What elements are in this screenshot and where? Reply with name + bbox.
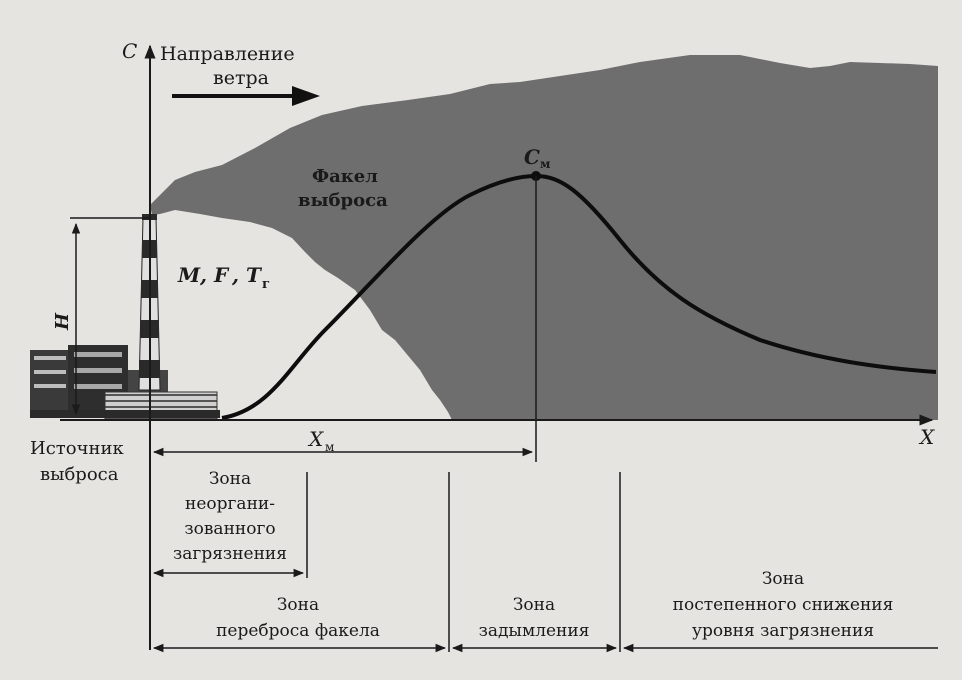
wind-direction-label-2: ветра	[213, 67, 269, 89]
max-distance-label: X	[307, 427, 324, 451]
zone-unorganized-line-3: зованного	[184, 519, 275, 539]
zone-decline-label: Зона постепенного снижения уровня загряз…	[673, 569, 894, 641]
zone-transfer-label: Зона переброса факела	[216, 595, 380, 641]
param-t-subscript: г	[262, 277, 270, 292]
wind-arrow-icon	[172, 86, 320, 106]
x-axis-label: X	[918, 425, 935, 449]
zone-decline-line-2: постепенного снижения	[673, 595, 894, 615]
zone-unorganized-line-1: Зона	[209, 469, 251, 489]
zone-decline-line-3: уровня загрязнения	[692, 621, 874, 641]
source-label: Источник	[30, 438, 124, 459]
svg-text:,: ,	[231, 263, 239, 287]
zone-decline-line-1: Зона	[762, 569, 804, 589]
zone-unorganized-label: Зона неоргани- зованного загрязнения	[173, 469, 287, 564]
peak-label: C	[524, 145, 540, 169]
zone-unorganized-line-2: неоргани-	[185, 494, 275, 514]
plume-label-2: выброса	[298, 190, 388, 211]
zone-transfer-line-2: переброса факела	[216, 621, 380, 641]
peak-label-subscript: м	[540, 157, 551, 171]
y-axis-label: C	[122, 39, 137, 63]
industrial-building	[30, 345, 220, 421]
wind-direction-label: Направление	[160, 43, 295, 65]
emission-parameters: M , F , T г	[177, 263, 270, 292]
param-t: T	[246, 263, 263, 287]
height-label: H	[52, 312, 73, 331]
plume-shape	[150, 55, 938, 420]
zone-unorganized-line-4: загрязнения	[173, 544, 287, 564]
zone-smoke-label: Зона задымления	[479, 595, 590, 641]
zone-smoke-line-2: задымления	[479, 621, 590, 641]
svg-text:,: ,	[199, 263, 207, 287]
zone-transfer-line-1: Зона	[277, 595, 319, 615]
param-f: F	[213, 263, 230, 287]
plume-label: Факел	[312, 166, 378, 187]
zone-smoke-line-1: Зона	[513, 595, 555, 615]
param-m: M	[177, 263, 201, 287]
max-distance-label-subscript: м	[325, 440, 334, 454]
source-label-2: выброса	[40, 464, 119, 485]
